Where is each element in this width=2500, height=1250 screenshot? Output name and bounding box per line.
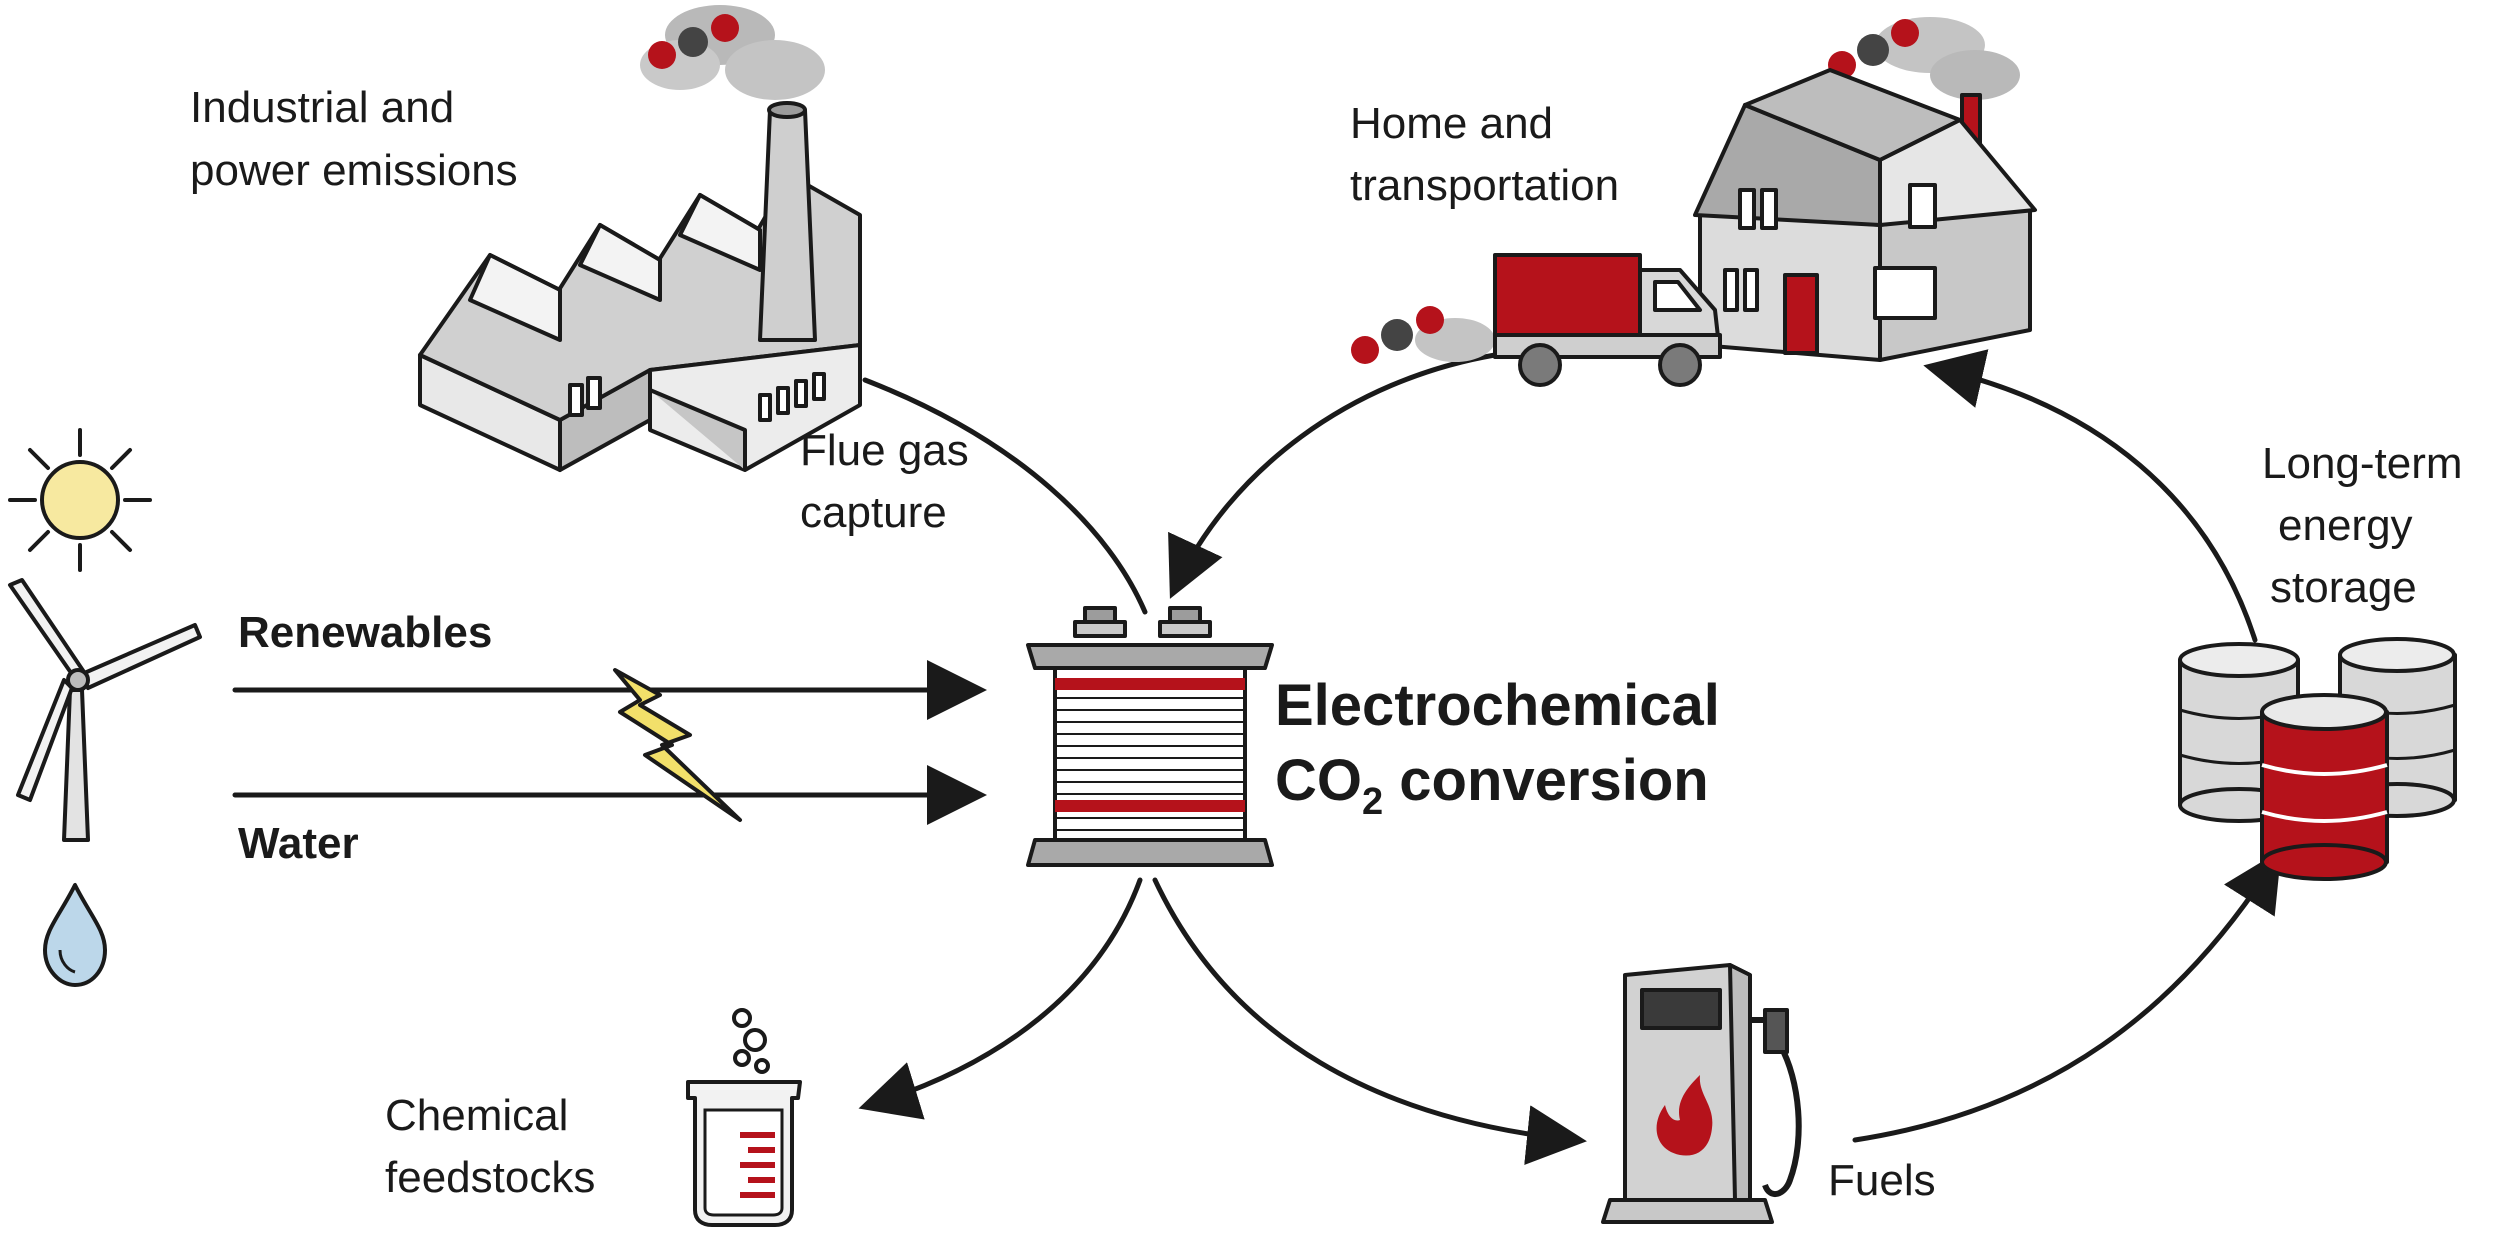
label-flue-line2: capture xyxy=(800,488,947,537)
label-water: Water xyxy=(238,819,359,868)
electrolyzer-icon xyxy=(1026,606,1274,867)
label-fuels: Fuels xyxy=(1828,1156,1936,1205)
flow-arrows xyxy=(232,349,2282,1165)
truck-icon xyxy=(1351,253,1722,387)
storage-barrels-icon xyxy=(2178,637,2457,881)
label-storage-line1: Long-term xyxy=(2262,439,2463,488)
co2-molecule-icon xyxy=(648,14,739,69)
label-industrial-line1: Industrial and xyxy=(190,83,454,132)
factory-icon xyxy=(418,5,862,472)
label-center-line2: CO2 conversion xyxy=(1275,748,1709,823)
wind-turbine-icon xyxy=(8,578,202,842)
arrow-storage-to-home xyxy=(1923,349,2258,643)
label-renewables: Renewables xyxy=(238,608,492,657)
lightning-icon xyxy=(613,668,742,822)
label-home-line2: transportation xyxy=(1350,161,1619,210)
beaker-icon xyxy=(686,1008,802,1227)
label-storage-line2: energy xyxy=(2278,501,2413,550)
arrow-flue-gas-to-converter xyxy=(862,377,1148,615)
text-labels: Industrial and power emissions Home and … xyxy=(190,83,2463,1205)
label-center-subscript: 2 xyxy=(1362,781,1383,823)
label-chemical-line1: Chemical xyxy=(385,1091,568,1140)
arrow-fuels-to-storage xyxy=(1852,849,2282,1143)
label-chemical-line2: feedstocks xyxy=(385,1153,595,1202)
fuel-pump-icon xyxy=(1601,963,1802,1224)
label-center-rest: conversion xyxy=(1383,748,1709,813)
label-storage-line3: storage xyxy=(2270,563,2417,612)
arrow-home-to-converter xyxy=(1168,352,1498,599)
water-drop-icon xyxy=(43,883,107,987)
arrow-converter-to-chemical xyxy=(858,877,1143,1120)
house-icon xyxy=(1693,17,2037,362)
arrow-converter-to-fuels xyxy=(1152,877,1587,1165)
label-center-co: CO xyxy=(1275,748,1362,813)
label-center-line1: Electrochemical xyxy=(1275,673,1720,738)
co2-molecule-icon xyxy=(1351,306,1495,364)
label-home-line1: Home and xyxy=(1350,99,1553,148)
label-industrial-line2: power emissions xyxy=(190,146,518,195)
sun-icon xyxy=(8,428,152,572)
label-flue-line1: Flue gas xyxy=(800,426,969,475)
